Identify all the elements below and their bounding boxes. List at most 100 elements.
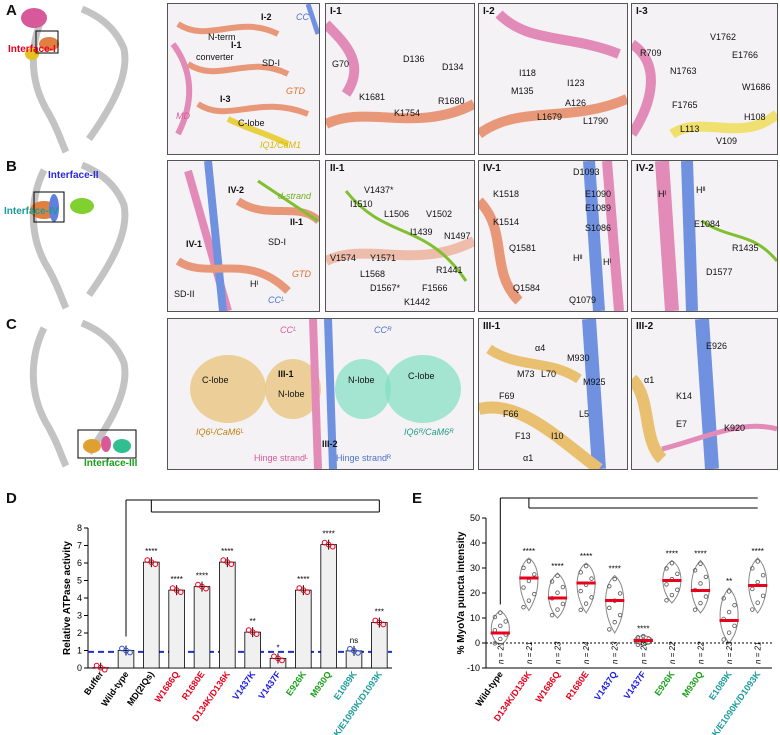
y-tick-label: 4	[77, 593, 82, 603]
x-tick-label: R1680E	[564, 669, 591, 701]
data-point	[703, 594, 709, 599]
data-point	[721, 596, 726, 601]
data-point	[698, 581, 703, 586]
violin	[547, 572, 568, 619]
x-tick-label: M930Q	[308, 669, 333, 699]
data-point	[498, 623, 503, 629]
bar	[320, 544, 337, 669]
data-point	[726, 630, 732, 635]
data-point	[127, 649, 133, 656]
data-point	[329, 543, 336, 550]
x-tick-label: Wild-type	[474, 669, 505, 708]
significance-label: ****	[170, 575, 182, 584]
data-point	[755, 600, 760, 605]
bar	[371, 622, 388, 669]
y-tick-label: 3	[77, 611, 82, 621]
interface-iii-label: Interface-III	[84, 458, 138, 469]
significance-label: ****	[608, 565, 620, 574]
significance-label: ****	[221, 547, 233, 556]
y-tick-label: 30	[470, 563, 480, 573]
y-axis-label: Relative ATPase activity	[62, 541, 73, 655]
data-point	[750, 607, 755, 612]
detail-iv1: IV-1 D1093 K1518 E1090 E1089 K1514 S1086…	[478, 160, 628, 312]
label-md: MD	[176, 111, 190, 121]
panel-a-zoom: I-2 CC N-term I-1 converter SD-I GTD I-3…	[167, 3, 320, 155]
label-converter: converter	[196, 52, 234, 62]
data-point	[555, 590, 560, 595]
y-tick-label: 0	[77, 663, 82, 673]
y-tick-label: 40	[470, 538, 480, 548]
label-iq1: IQ1/CaM1	[260, 140, 302, 150]
significance-label: ****	[551, 562, 563, 571]
data-point	[669, 592, 675, 598]
data-point	[698, 600, 703, 606]
panel-letter-d: D	[6, 490, 17, 507]
bar	[219, 561, 236, 669]
data-point	[664, 582, 669, 587]
detail-ii1: II-1 V1437* I1510 L1506 V1502 I1439 N149…	[325, 160, 475, 312]
bar	[295, 589, 312, 669]
significance-label: ****	[196, 572, 208, 581]
data-point	[526, 559, 532, 564]
data-point	[607, 627, 612, 632]
significance-label: ****	[637, 625, 649, 634]
data-point	[750, 586, 755, 592]
data-point	[664, 566, 669, 571]
data-point	[607, 584, 612, 589]
data-point	[177, 589, 184, 596]
data-point	[750, 566, 755, 571]
label-i3: I-3	[220, 94, 231, 104]
y-tick-label: 2	[77, 628, 82, 638]
data-point	[304, 589, 311, 596]
bar	[193, 586, 211, 669]
data-point	[583, 563, 589, 569]
data-point	[521, 565, 526, 571]
x-tick-label: V1437F	[622, 669, 649, 701]
panel-a-overview	[21, 5, 129, 154]
n-label: n = 22	[668, 641, 677, 664]
data-point	[549, 612, 555, 618]
panel-c-overview	[29, 319, 137, 468]
violin	[719, 587, 739, 644]
data-point	[549, 579, 555, 584]
data-point	[578, 588, 583, 594]
interface-blob-orange	[39, 37, 59, 51]
x-tick-label: V1437F	[256, 669, 283, 701]
n-label: n = 23	[554, 641, 563, 664]
significance-label: **	[250, 617, 256, 626]
y-tick-label: 5	[77, 576, 82, 586]
data-point	[607, 605, 612, 611]
interface-blob-blue	[49, 194, 59, 222]
y-axis-label: % MyoVa puncta intensity	[456, 531, 467, 654]
significance-label: ****	[523, 547, 535, 556]
data-point	[203, 585, 209, 592]
detail-iv2: IV-2 Hᴵ Hᴵᴵ E1084 R1435 D1577	[631, 160, 778, 312]
n-label: n = 21	[525, 642, 534, 664]
data-point	[675, 587, 680, 592]
data-point	[578, 570, 583, 575]
data-point	[498, 636, 503, 642]
detail-iii2: III-2 E926 α1 K14 E7 K920	[631, 318, 778, 470]
interface-blob-green	[70, 198, 94, 214]
panel-a-zoom-art	[170, 4, 319, 147]
data-point	[560, 601, 566, 607]
data-point	[675, 571, 680, 576]
data-point	[641, 633, 646, 639]
y-tick-label: 6	[77, 558, 82, 568]
data-point	[664, 598, 669, 603]
x-tick-label: E1089K	[707, 669, 734, 702]
data-point	[532, 572, 537, 577]
myosin-density-outline	[29, 5, 129, 154]
data-point	[578, 607, 583, 613]
data-point	[279, 657, 285, 664]
data-point	[228, 561, 235, 568]
data-point	[492, 614, 498, 620]
bar	[143, 561, 160, 669]
zoom-box	[77, 429, 137, 459]
significance-label: ****	[580, 552, 592, 561]
detail-iii1: III-1 α4 M930 M73 L70 M925 F69 F66 L5 F1…	[478, 318, 628, 470]
y-tick-label: 50	[470, 513, 480, 523]
data-point	[703, 574, 709, 580]
data-point	[101, 666, 108, 673]
